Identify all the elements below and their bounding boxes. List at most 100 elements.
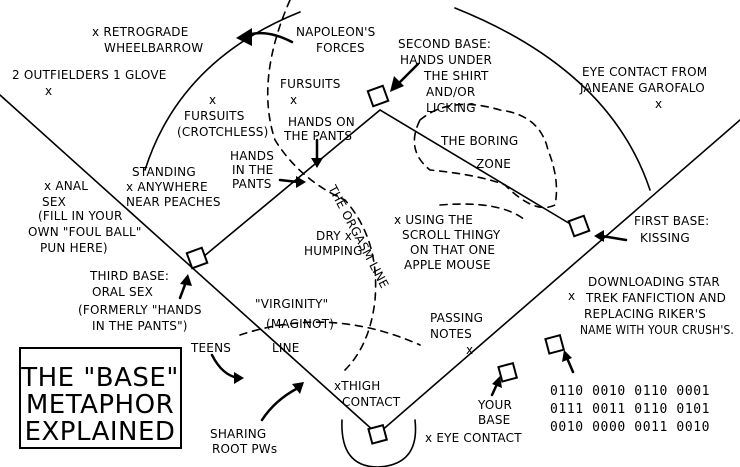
label-first-base-1: FIRST BASE: — [634, 214, 709, 228]
label-hands-in-pants-1: HANDS — [230, 149, 274, 163]
label-eye-contact: x EYE CONTACT — [425, 431, 522, 445]
label-downloading-4: NAME WITH YOUR CRUSH'S. — [580, 323, 734, 337]
teens-arrow — [210, 353, 244, 384]
label-dry-humping-2: HUMPING — [304, 244, 363, 258]
label-fursuits-crotchless-2: FURSUITS — [184, 109, 245, 123]
label-downloading-2: TREK FANFICTION AND — [585, 291, 726, 305]
second-base-arrow — [390, 62, 420, 92]
label-anal-5: PUN HERE) — [40, 241, 108, 255]
label-napoleon-1: NAPOLEON'S — [296, 25, 375, 39]
title-box — [19, 347, 182, 449]
binary-line-1: 0110 0010 0110 0001 — [550, 384, 710, 399]
label-hands-in-pants-3: PANTS — [232, 177, 272, 191]
label-scroll-3: ON THAT ONE — [410, 243, 495, 257]
label-second-base-1: SECOND BASE: — [398, 37, 491, 51]
outfield-wall-right — [454, 7, 651, 191]
label-janeane-1: EYE CONTACT FROM — [582, 65, 707, 79]
label-scroll-2: SCROLL THINGY — [402, 228, 501, 242]
label-virginity-1: "VIRGINITY" — [255, 297, 328, 311]
label-your-base-2: BASE — [478, 413, 510, 427]
label-first-base-2: KISSING — [640, 231, 690, 245]
label-second-base-4: AND/OR — [426, 85, 475, 99]
home-base — [367, 423, 389, 445]
label-fursuits-1: FURSUITS — [280, 77, 341, 91]
label-hands-on-pants-1: HANDS ON — [288, 115, 355, 129]
extra-base — [544, 333, 566, 355]
label-passing-notes-2: NOTES — [430, 327, 472, 341]
label-fursuits-2: x — [290, 93, 297, 107]
boring-zone-dashes-2 — [439, 203, 526, 221]
title-line-1: THE "BASE" — [20, 363, 179, 393]
baseline-2nd-1st — [379, 109, 578, 229]
label-sharing-1: SHARING — [210, 427, 266, 441]
binary-line-3: 0010 0000 0011 0010 — [550, 420, 710, 435]
label-standing-3: NEAR PEACHES — [126, 195, 221, 209]
label-fursuits-crotchless-1: x — [209, 93, 216, 107]
hands-on-pants-arrow — [311, 138, 323, 168]
label-downloading-x: x — [568, 289, 575, 303]
label-scroll-4: APPLE MOUSE — [404, 258, 491, 272]
label-virginity-2: (MAGINOT) — [266, 317, 334, 331]
hands-in-pants-arrow — [278, 176, 306, 188]
downloading-arrow — [562, 350, 575, 374]
third-base — [185, 246, 209, 270]
label-sharing-2: ROOT PWs — [212, 442, 277, 456]
right-foul-line — [379, 119, 740, 433]
label-janeane-3: x — [655, 97, 662, 111]
label-retrograde-1: x RETROGRADE — [92, 25, 189, 39]
label-second-base-2: HANDS UNDER — [400, 53, 492, 67]
label-passing-notes-3: x — [466, 343, 473, 357]
third-base-arrow — [178, 274, 192, 300]
label-thigh-2: CONTACT — [342, 395, 401, 409]
your-base — [497, 361, 519, 383]
title-line-2: METAPHOR — [26, 390, 174, 420]
label-scroll-1: x USING THE — [394, 213, 473, 227]
label-thigh-1: xTHIGH — [334, 379, 381, 393]
title-line-3: EXPLAINED — [25, 417, 176, 447]
label-anal-2: SEX — [42, 195, 66, 209]
left-foul-line — [0, 94, 376, 433]
label-passing-notes-1: PASSING — [430, 311, 483, 325]
first-base-arrow — [594, 230, 628, 242]
sharing-root-arrow — [260, 382, 304, 422]
label-second-base-5: LICKING — [426, 101, 476, 115]
label-third-base-3: (FORMERLY "HANDS — [78, 303, 202, 317]
label-anal-4: OWN "FOUL BALL" — [28, 225, 142, 239]
label-third-base-2: ORAL SEX — [92, 285, 153, 299]
label-hands-in-pants-2: IN THE — [232, 163, 273, 177]
label-your-base-1: YOUR — [477, 398, 512, 412]
label-anal-3: (FILL IN YOUR — [38, 209, 122, 223]
baseline-3rd-2nd — [196, 109, 381, 263]
label-outfielders-1: 2 OUTFIELDERS 1 GLOVE — [12, 68, 167, 82]
label-virginity-3: LINE — [272, 341, 300, 355]
second-base — [366, 84, 390, 108]
label-anal-1: x ANAL — [44, 179, 88, 193]
label-outfielders-2: x — [45, 84, 52, 98]
label-boring-zone-2: ZONE — [476, 157, 511, 171]
label-boring-zone-1: THE BORING — [440, 134, 518, 148]
label-janeane-2: JANEANE GAROFALO — [579, 81, 705, 95]
label-second-base-3: THE SHIRT — [423, 69, 489, 83]
label-third-base-1: THIRD BASE: — [89, 269, 169, 283]
label-fursuits-crotchless-3: (CROTCHLESS) — [177, 125, 268, 139]
label-downloading-3: REPLACING RIKER'S — [584, 307, 706, 321]
label-napoleon-2: FORCES — [316, 41, 365, 55]
label-dry-humping-1: DRY x — [316, 229, 352, 243]
boring-zone-boundary — [413, 103, 558, 209]
your-base-arrow — [490, 376, 502, 397]
label-hands-on-pants-2: THE PANTS — [283, 129, 352, 143]
outfield-wall — [144, 11, 301, 171]
label-retrograde-2: WHEELBARROW — [104, 41, 203, 55]
label-third-base-4: IN THE PANTS") — [92, 319, 188, 333]
virginity-line — [239, 321, 421, 346]
label-downloading-1: DOWNLOADING STAR — [588, 275, 720, 289]
binary-line-2: 0111 0011 0110 0101 — [550, 402, 710, 417]
napoleon-dashed-path — [266, 0, 377, 371]
label-standing-2: x ANYWHERE — [126, 180, 208, 194]
napoleon-arrow — [236, 28, 294, 46]
first-base — [567, 214, 591, 238]
home-plate-circle — [341, 419, 417, 467]
label-teens: TEENS — [190, 341, 231, 355]
label-standing-1: STANDING — [132, 165, 196, 179]
